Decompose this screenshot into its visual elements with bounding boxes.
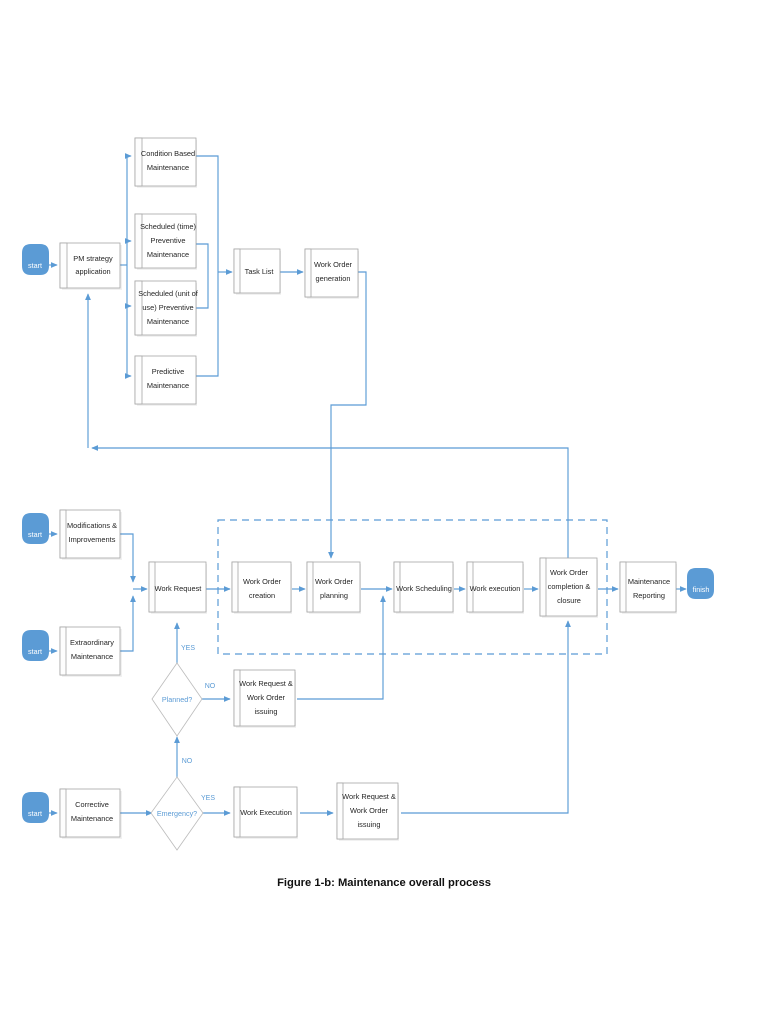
node-pm-strategy[interactable]: PM strategy application <box>59 242 122 290</box>
work-request-label: Work Request <box>155 584 202 593</box>
decision-emergency-label: Emergency? <box>157 809 197 818</box>
condition-based-line-1: Condition Based <box>141 149 195 158</box>
wo-completion-line-3: closure <box>557 596 581 605</box>
edge-label-planned-yes: YES <box>181 645 195 652</box>
corrective-line-1: Corrective <box>75 800 109 809</box>
node-wo-creation[interactable]: Work Order creation <box>231 561 292 614</box>
decision-planned[interactable]: Planned? <box>151 662 203 737</box>
planned-work-group-boundary <box>217 519 608 655</box>
node-condition-based-maintenance[interactable]: Condition Based Maintenance <box>134 137 197 188</box>
task-list-label: Task List <box>245 267 274 276</box>
issuing-mid-line-3: issuing <box>254 707 277 716</box>
scheduled-time-line-2: Preventive <box>151 236 186 245</box>
issuing-bottom-line-2: Work Order <box>350 806 389 815</box>
decision-planned-label: Planned? <box>162 695 192 704</box>
node-wo-planning[interactable]: Work Order planning <box>306 561 361 614</box>
start-corrective-label: start <box>28 809 42 818</box>
scheduled-unit-line-3: Maintenance <box>147 317 189 326</box>
maintenance-reporting-line-1: Maintenance <box>628 577 670 586</box>
edge-label-emergency-yes: YES <box>201 795 215 802</box>
start-modifications-label: start <box>28 530 42 539</box>
issuing-mid-line-1: Work Request & <box>239 679 293 688</box>
edge-scheduled-time-to-tasklist <box>196 243 209 272</box>
predictive-line-1: Predictive <box>152 367 184 376</box>
node-work-request[interactable]: Work Request <box>148 561 207 614</box>
corrective-line-2: Maintenance <box>71 814 113 823</box>
node-work-execution-main[interactable]: Work execution <box>466 561 524 614</box>
issuing-bottom-line-3: issuing <box>357 820 380 829</box>
edge-label-planned-no: NO <box>205 683 216 690</box>
pm-strategy-line-1: PM strategy <box>73 254 113 263</box>
wo-planning-line-1: Work Order <box>315 577 354 586</box>
node-wo-completion-closure[interactable]: Work Order completion & closure <box>539 557 598 618</box>
finish-node[interactable]: finish <box>687 568 714 599</box>
start-modifications[interactable]: start <box>22 513 49 544</box>
node-task-list[interactable]: Task List <box>233 248 281 295</box>
issuing-mid-line-2: Work Order <box>247 693 286 702</box>
node-work-execution-bottom[interactable]: Work Execution <box>233 786 298 839</box>
scheduled-time-line-3: Maintenance <box>147 250 189 259</box>
edge-label-emergency-no: NO <box>182 758 193 765</box>
figure-caption: Figure 1-b: Maintenance overall process <box>277 877 491 889</box>
work-execution-main-label: Work execution <box>470 584 521 593</box>
node-scheduled-unit-preventive[interactable]: Scheduled (unit of use) Preventive Maint… <box>134 280 199 337</box>
extraordinary-line-1: Extraordinary <box>70 638 114 647</box>
issuing-bottom-line-1: Work Request & <box>342 792 396 801</box>
wo-planning-line-2: planning <box>320 591 348 600</box>
node-scheduled-time-preventive[interactable]: Scheduled (time) Preventive Maintenance <box>134 213 197 270</box>
start-extraordinary[interactable]: start <box>22 630 49 661</box>
node-work-scheduling[interactable]: Work Scheduling <box>393 561 454 614</box>
decision-emergency[interactable]: Emergency? <box>150 776 204 851</box>
node-predictive-maintenance[interactable]: Predictive Maintenance <box>134 355 197 406</box>
work-scheduling-label: Work Scheduling <box>396 584 452 593</box>
scheduled-unit-line-2: use) Preventive <box>142 303 193 312</box>
wo-generation-line-1: Work Order <box>314 260 353 269</box>
start-corrective[interactable]: start <box>22 792 49 823</box>
edge-issuing-bottom-to-completion <box>401 620 571 814</box>
node-corrective-maintenance[interactable]: Corrective Maintenance <box>59 788 122 839</box>
edge-predictive-to-tasklist <box>196 272 219 377</box>
wo-completion-line-1: Work Order <box>550 568 589 577</box>
work-execution-bottom-label: Work Execution <box>240 808 292 817</box>
condition-based-line-2: Maintenance <box>147 163 189 172</box>
start-extraordinary-label: start <box>28 647 42 656</box>
edge-condition-based-to-tasklist <box>196 155 219 272</box>
wo-creation-line-2: creation <box>249 591 275 600</box>
node-extraordinary-maintenance[interactable]: Extraordinary Maintenance <box>59 626 122 677</box>
edge-modifications-to-work-request <box>120 533 136 583</box>
wo-generation-line-2: generation <box>316 274 351 283</box>
edge-wo-generation-to-wo-planning <box>328 271 367 559</box>
scheduled-unit-line-1: Scheduled (unit of <box>138 289 199 298</box>
modifications-line-1: Modifications & <box>67 521 117 530</box>
edge-scheduled-unit-to-tasklist <box>196 272 209 309</box>
finish-label: finish <box>693 585 710 594</box>
wo-completion-line-2: completion & <box>548 582 591 591</box>
extraordinary-line-2: Maintenance <box>71 652 113 661</box>
edge-issuing-mid-to-scheduling-link <box>297 595 386 700</box>
node-maintenance-reporting[interactable]: Maintenance Reporting <box>619 561 677 614</box>
node-modifications-improvements[interactable]: Modifications & Improvements <box>59 509 122 560</box>
maintenance-reporting-line-2: Reporting <box>633 591 665 600</box>
scheduled-time-line-1: Scheduled (time) <box>140 222 196 231</box>
node-wr-wo-issuing-bottom[interactable]: Work Request & Work Order issuing <box>336 782 399 841</box>
pm-strategy-line-2: application <box>75 267 110 276</box>
edge-completion-feedback-left <box>91 445 569 558</box>
predictive-line-2: Maintenance <box>147 381 189 390</box>
start-pm[interactable]: start <box>22 244 49 275</box>
node-wo-generation[interactable]: Work Order generation <box>304 248 359 299</box>
start-pm-label: start <box>28 261 42 270</box>
modifications-line-2: Improvements <box>69 535 116 544</box>
node-wr-wo-issuing-mid[interactable]: Work Request & Work Order issuing <box>233 669 296 728</box>
edge-extraordinary-to-work-request <box>120 595 136 652</box>
connector-layer <box>46 153 687 816</box>
wo-creation-line-1: Work Order <box>243 577 282 586</box>
